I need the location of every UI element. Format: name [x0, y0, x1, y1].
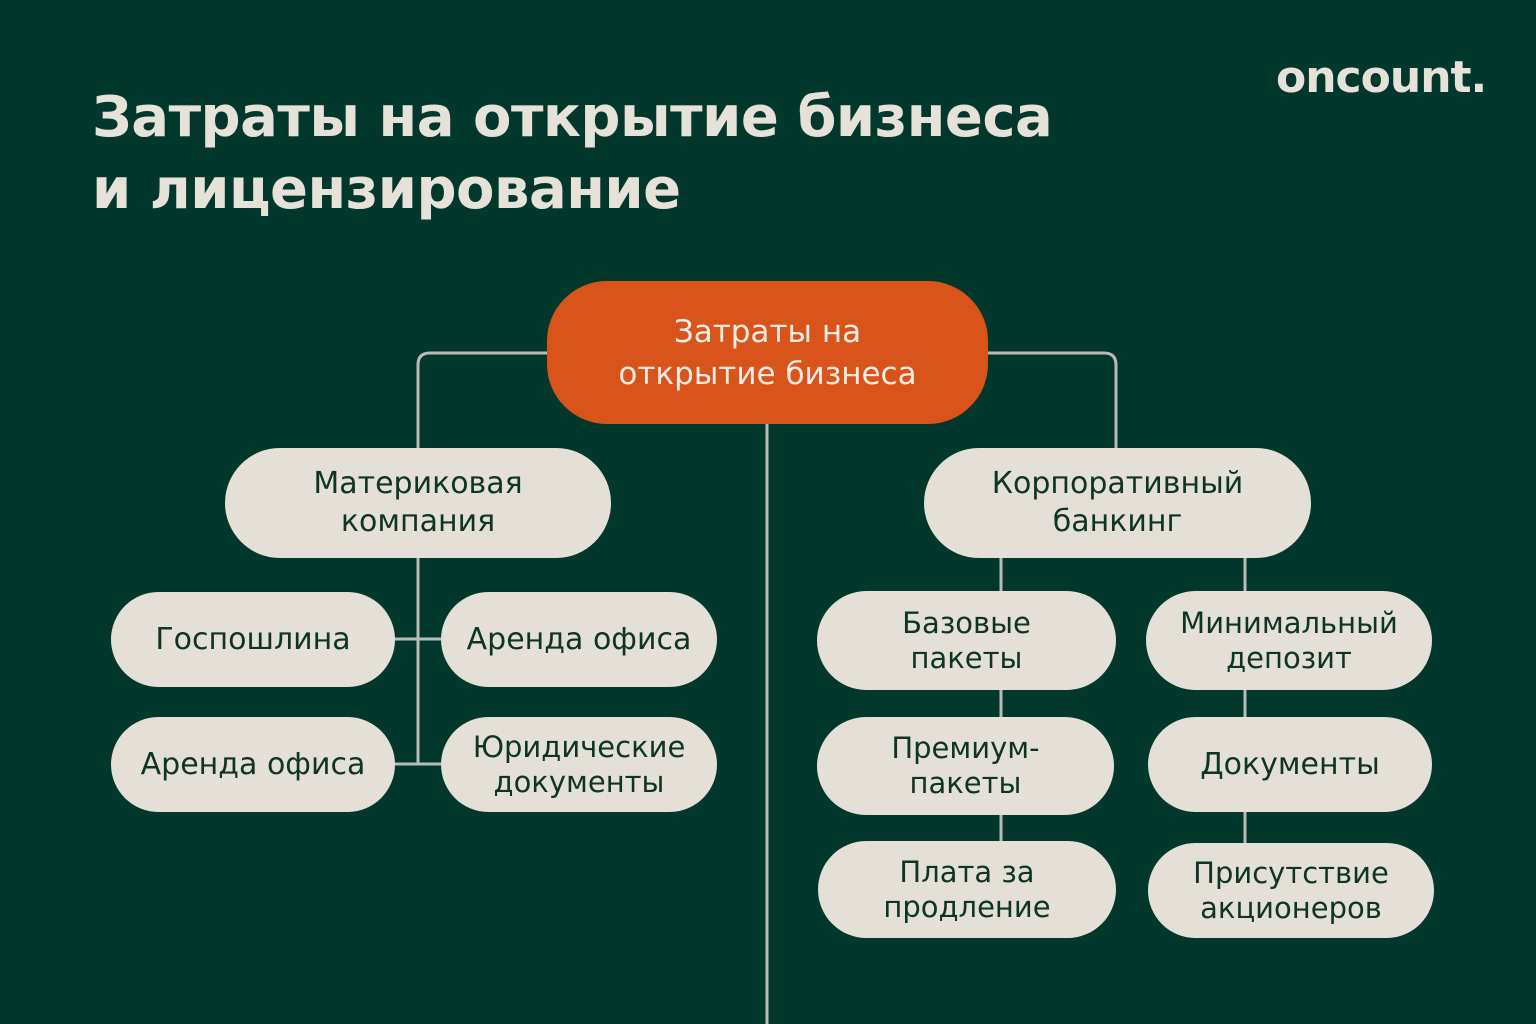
- node-mainland-company: Материковая компания: [225, 448, 611, 558]
- page-title: Затраты на открытие бизнеса и лицензиров…: [92, 82, 1053, 226]
- node-premium-packages: Премиум- пакеты: [817, 717, 1114, 815]
- node-shareholder-presence: Присутствие акционеров: [1148, 843, 1434, 938]
- node-documents: Документы: [1148, 717, 1432, 812]
- title-line-1: Затраты на открытие бизнеса: [92, 85, 1053, 150]
- node-corporate-banking: Корпоративный банкинг: [924, 448, 1311, 558]
- node-state-fee: Госпошлина: [111, 592, 395, 687]
- connector-root-right: [988, 351, 1118, 448]
- node-legal-documents: Юридические документы: [441, 717, 717, 812]
- node-renewal-fee: Плата за продление: [818, 841, 1116, 938]
- brand-logo: oncount.: [1276, 52, 1487, 103]
- root-node: Затраты на открытие бизнеса: [547, 281, 988, 424]
- node-basic-packages: Базовые пакеты: [817, 591, 1116, 690]
- connector-root-left: [416, 351, 547, 448]
- node-minimum-deposit: Минимальный депозит: [1146, 591, 1432, 690]
- node-office-rent-2: Аренда офиса: [111, 717, 395, 812]
- node-office-rent: Аренда офиса: [441, 592, 717, 687]
- title-line-2: и лицензирование: [92, 157, 681, 222]
